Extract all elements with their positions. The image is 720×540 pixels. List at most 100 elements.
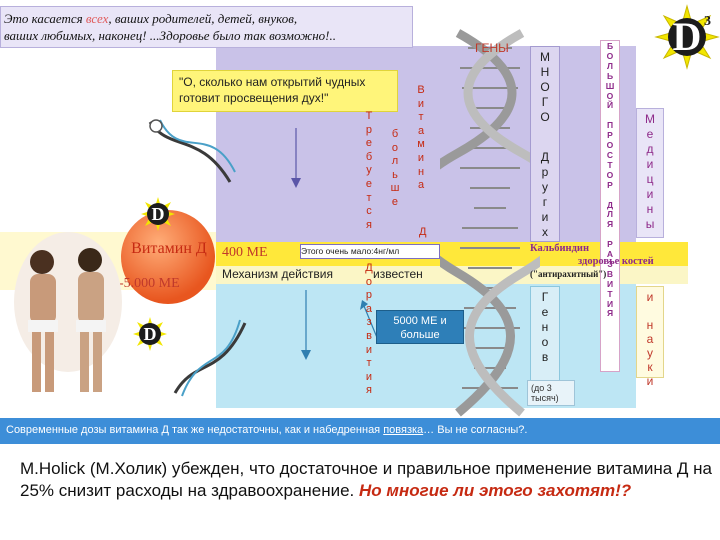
- header-text: Это касается всех, ваших родителей, дете…: [4, 11, 336, 43]
- known-label: известен: [373, 267, 423, 281]
- vertical-letter: О: [606, 169, 614, 180]
- dose-400-label: 400 МЕ: [222, 245, 268, 260]
- vertical-letter: Д: [606, 199, 614, 210]
- vertical-letter: в: [541, 350, 549, 364]
- healthy-bones-label: здоровье костей: [578, 256, 654, 267]
- vertical-letter: Р: [607, 130, 613, 141]
- vertical-letter: и: [365, 343, 373, 356]
- vertical-letter: к: [647, 360, 653, 374]
- footer-bar: [0, 418, 720, 444]
- vertical-letter: р: [365, 289, 373, 302]
- vertical-letter: д: [646, 142, 654, 156]
- vertical-letter: н: [417, 165, 425, 178]
- dna-strand-icon: [173, 319, 247, 397]
- vertical-letter: и: [365, 370, 373, 383]
- vertical-letter: м: [417, 138, 425, 151]
- vertical-letter: Т: [365, 110, 373, 122]
- vertical-letter: А: [606, 249, 614, 260]
- vertical-letter: г: [542, 195, 548, 209]
- vertical-letter: ш: [390, 182, 400, 195]
- vertical-letter: В: [606, 268, 614, 279]
- vertical-letter: а: [646, 332, 654, 346]
- vertical-letter: а: [417, 124, 425, 137]
- quote-box: "О, сколько нам открытий чудных готовит …: [172, 70, 398, 112]
- vertical-letter: Ь: [606, 70, 614, 81]
- kalbindin-label: Кальбиндин: [530, 243, 590, 254]
- vertical-letter: М: [645, 112, 655, 126]
- big-space-column: [600, 40, 620, 372]
- up-arrow-icon: [360, 300, 379, 340]
- vertical-letter: н: [646, 202, 654, 216]
- vertical-letter: и: [417, 151, 425, 164]
- mechanism-band: [216, 266, 688, 284]
- vertical-letter: Ш: [605, 80, 615, 91]
- down-arrow-icon: [291, 128, 301, 188]
- vertical-letter: Г: [541, 95, 549, 109]
- dna-double-helix-icon: [440, 29, 540, 417]
- vertical-letter: М: [540, 50, 550, 64]
- vertical-letter: я: [366, 218, 372, 231]
- medicine-column: [636, 108, 664, 238]
- mechanism-label: Механизм действия: [222, 267, 333, 281]
- vertical-letter: в: [366, 329, 372, 342]
- vertical-letter: и: [646, 157, 654, 171]
- vertical-letter: [648, 304, 651, 318]
- vertical-letter: Б: [606, 41, 614, 51]
- vertical-letter: н: [646, 318, 654, 332]
- vertical-letter: н: [541, 320, 549, 334]
- vertical-letter: и: [417, 97, 425, 110]
- vertical-letter: Я: [606, 308, 614, 319]
- vertical-letter: ц: [646, 172, 654, 186]
- vitamin-d3-badge-icon: [654, 4, 720, 70]
- vertical-letter: Г: [541, 290, 549, 304]
- vertical-letter: т: [366, 357, 372, 370]
- science-column: [636, 286, 664, 378]
- down-arrow-icon: [301, 290, 311, 360]
- dose-5000-box: 5000 МЕ и больше: [376, 310, 464, 344]
- genes-label: ГЕНЫ: [475, 41, 509, 55]
- vertical-letter: Л: [607, 60, 613, 71]
- vitamin-d3-badge-icon: [141, 197, 175, 231]
- vertical-letter: а: [417, 179, 425, 192]
- vertical-letter: е: [541, 305, 549, 319]
- vertical-letter: у: [366, 164, 372, 177]
- vertical-letter: о: [365, 275, 373, 288]
- vertical-letter: О: [540, 80, 550, 94]
- vertical-letter: В: [417, 84, 425, 96]
- low-level-note: Этого очень мало:4нг/мл: [300, 244, 440, 259]
- vertical-letter: т: [366, 191, 372, 204]
- vertical-letter: Р: [607, 179, 613, 190]
- vertical-letter: О: [540, 110, 550, 124]
- vertical-letter: [609, 191, 611, 201]
- vertical-letter: П: [606, 120, 614, 131]
- vitamin-d-letter: Д: [419, 226, 427, 238]
- vertical-letter: б: [365, 150, 373, 163]
- vertical-letter: у: [646, 346, 653, 360]
- header-box: [0, 6, 413, 48]
- vertical-letter: о: [391, 141, 399, 154]
- vertical-letter: з: [366, 316, 372, 329]
- vertical-letter: З: [607, 258, 613, 269]
- vertical-letter: е: [365, 137, 373, 150]
- vertical-letter: Й: [606, 100, 614, 111]
- vertical-letter: Н: [540, 65, 550, 79]
- holick-statement: M.Holick (М.Холик) убежден, что достаточ…: [20, 459, 712, 500]
- vitamin-d-circle: [121, 210, 215, 304]
- up-to-thousand-note: (до 3 тысяч): [527, 380, 575, 406]
- big-d-superscript: 3: [704, 14, 711, 29]
- antirachitic-label: ("антирахитный"): [530, 269, 607, 279]
- vertical-letter: р: [541, 165, 549, 179]
- vertical-letter: ь: [392, 168, 398, 181]
- small-d-letter: D: [143, 324, 157, 344]
- vitamin-d-label: Витамин Д: [131, 240, 207, 257]
- dose-4000-label: 4-5.000 МЕ: [112, 276, 180, 291]
- vertical-letter: б: [391, 128, 399, 140]
